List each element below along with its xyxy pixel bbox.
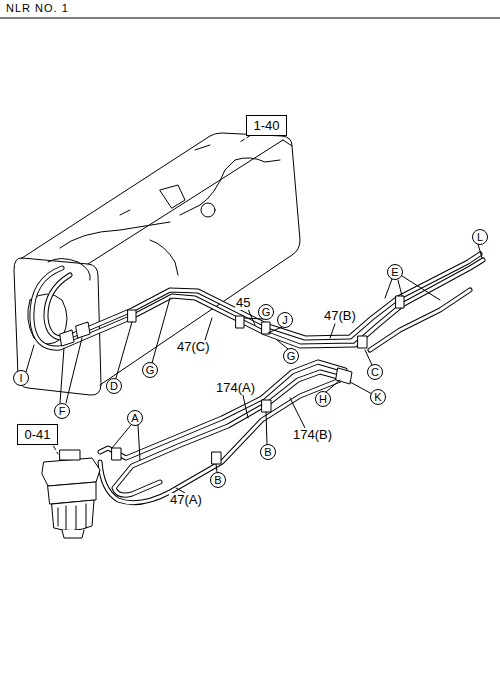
fuel-pipes: [32, 254, 483, 503]
leader-lines: [26, 244, 482, 493]
part-number: 47(B): [323, 309, 357, 323]
callout-letter: L: [472, 229, 488, 245]
callout-letter: I: [13, 370, 29, 386]
callout-text: H: [319, 394, 327, 405]
callout-letter: H: [315, 391, 331, 407]
fuel-filter: [42, 450, 100, 538]
callout-text: C: [371, 367, 379, 378]
callout-text: B: [264, 447, 271, 458]
page-title: NLR NO. 1: [6, 2, 69, 14]
callout-text: D: [110, 381, 118, 392]
callout-text: E: [391, 267, 398, 278]
reference-box: 0-41: [17, 424, 58, 445]
callout-letter: K: [370, 389, 386, 405]
callout-text: A: [131, 413, 138, 424]
part-number: 174(A): [215, 381, 256, 395]
callout-text: B: [214, 475, 221, 486]
callout-text: 0-41: [24, 428, 50, 441]
callout-letter: B: [210, 472, 226, 488]
reference-box: 1-40: [246, 115, 287, 136]
callout-letter: G: [258, 304, 274, 320]
callout-letter: J: [277, 312, 293, 328]
callout-letter: E: [387, 264, 403, 280]
callout-letter: G: [142, 362, 158, 378]
callout-letter: G: [283, 348, 299, 364]
callout-text: G: [146, 365, 155, 376]
callout-text: L: [477, 232, 483, 243]
callout-text: 1-40: [253, 119, 279, 132]
callout-text: G: [262, 307, 271, 318]
callout-text: F: [59, 406, 66, 417]
part-number: 47(A): [169, 493, 203, 507]
header-rule: [0, 18, 500, 19]
part-number: 45: [235, 296, 251, 310]
callout-text: G: [287, 351, 296, 362]
callout-letter: C: [367, 364, 383, 380]
part-number: 174(B): [292, 428, 333, 442]
callout-text: J: [282, 315, 288, 326]
fuel-tank: [14, 133, 300, 395]
part-number: 47(C): [176, 340, 211, 354]
callout-letter: B: [260, 444, 276, 460]
callout-letter: A: [127, 410, 143, 426]
callout-letter: F: [54, 403, 70, 419]
callout-text: K: [374, 392, 381, 403]
callout-text: I: [19, 373, 22, 384]
callout-letter: D: [106, 378, 122, 394]
